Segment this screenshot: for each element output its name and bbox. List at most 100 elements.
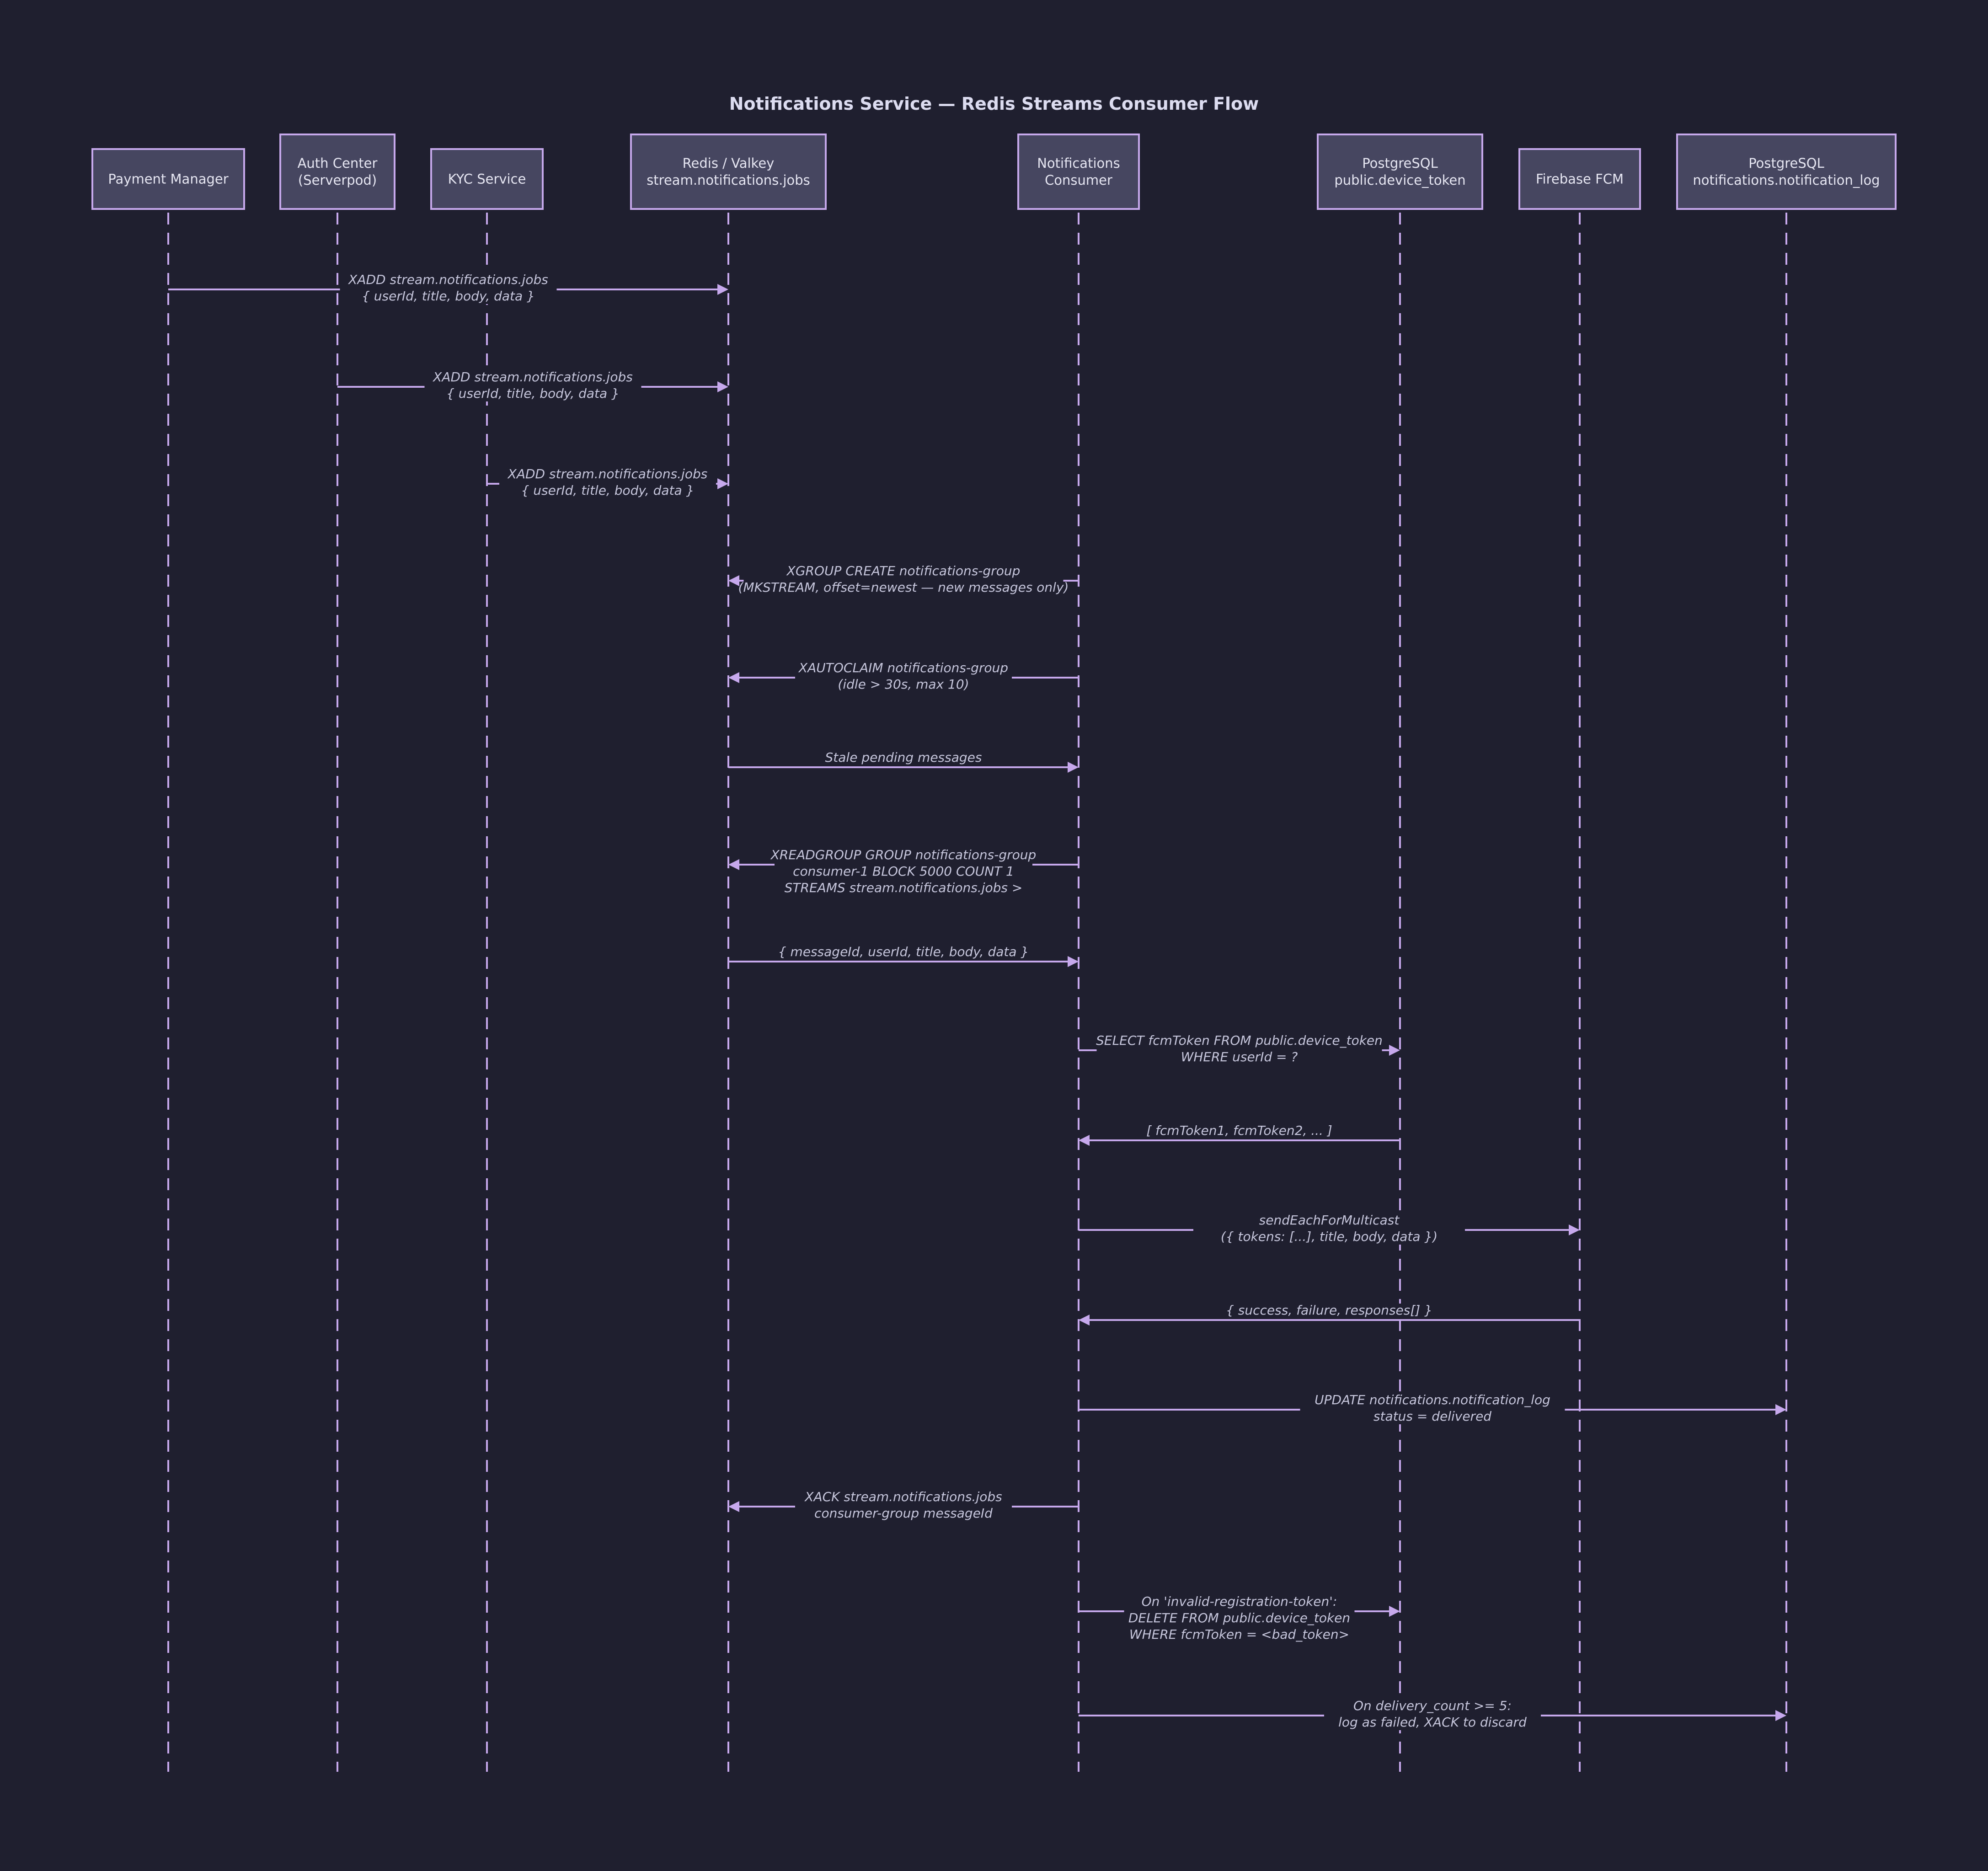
participant-label: Notifications: [1037, 155, 1120, 171]
message-label: On 'invalid-registration-token':: [1142, 1594, 1337, 1609]
message-label-bg: [1324, 1699, 1541, 1730]
participant-label: PostgreSQL: [1748, 155, 1824, 171]
message-1: XADD stream.notifications.jobs { userId, …: [168, 272, 728, 304]
message-label-bg: [1210, 1304, 1448, 1318]
message-label-bg: [424, 370, 641, 401]
participant-label: (Serverpod): [298, 172, 377, 188]
message-label: XADD stream.notifications.jobs: [432, 369, 633, 385]
arrowhead-icon: [1775, 1710, 1786, 1721]
message-label: { success, failure, responses[] }: [1226, 1303, 1432, 1318]
message-7: XREADGROUP GROUP notifications-groupcons…: [728, 847, 1079, 896]
lifelines: [167, 213, 1787, 1772]
participant-label: notifications.notification_log: [1693, 172, 1880, 188]
participants: Payment Manager Auth Center(Serverpod) KYC…: [91, 134, 1897, 210]
arrowhead-icon: [717, 478, 728, 489]
participant-box: [630, 134, 827, 210]
arrowhead-icon: [728, 672, 739, 683]
message-label: consumer-group messageId: [814, 1506, 993, 1521]
message-label-bg: [743, 564, 1063, 595]
arrowhead-icon: [1389, 1045, 1400, 1056]
participant-label: Consumer: [1045, 172, 1112, 188]
participant-box: [1317, 134, 1483, 210]
participant-box: [1676, 134, 1897, 210]
message-15: On 'invalid-registration-token':DELETE F…: [1079, 1594, 1400, 1642]
message-label: (MKSTREAM, offset=newest — new messages …: [738, 580, 1069, 595]
participant-label: public.device_token: [1334, 172, 1465, 188]
participant-box: [430, 148, 544, 210]
message-label: ({ tokens: [...], title, body, data }): [1221, 1229, 1438, 1244]
message-label-bg: [1096, 1034, 1382, 1065]
message-label: XADD stream.notifications.jobs: [507, 466, 708, 481]
message-label: { messageId, userId, title, body, data }: [778, 944, 1029, 959]
message-2: XADD stream.notifications.jobs{ userId, …: [337, 369, 728, 401]
message-label: STREAMS stream.notifications.jobs >: [785, 880, 1023, 895]
arrowhead-icon: [1389, 1606, 1400, 1617]
message-label-bg: [795, 1490, 1012, 1521]
participant-label: Redis / Valkey: [683, 155, 775, 171]
message-label: { userId, title, body, data }: [521, 483, 695, 498]
message-label: Stale pending messages: [825, 750, 982, 765]
message-label: [ fcmToken1, fcmToken2, ... ]: [1146, 1123, 1332, 1138]
participant-pm: Payment Manager: [91, 148, 245, 210]
message-label: WHERE userId = ?: [1181, 1049, 1298, 1064]
message-label: status = delivered: [1373, 1409, 1491, 1424]
message-label: sendEachForMulticast: [1259, 1213, 1400, 1228]
message-label-bg: [1134, 1124, 1344, 1139]
arrowhead-icon: [728, 575, 739, 586]
message-label: DELETE FROM public.device_token: [1128, 1610, 1350, 1625]
message-label: log as failed, XACK to discard: [1338, 1715, 1527, 1730]
message-10: [ fcmToken1, fcmToken2, ... ]: [1079, 1123, 1400, 1146]
message-label-bg: [340, 273, 557, 304]
message-label: XGROUP CREATE notifications-group: [786, 563, 1021, 578]
message-11: sendEachForMulticast({ tokens: [...], ti…: [1079, 1213, 1580, 1245]
message-label: XADD stream.notifications.jobs: [347, 272, 548, 287]
message-label: WHERE fcmToken = <bad_token>: [1129, 1627, 1349, 1642]
arrowhead-icon: [1079, 1315, 1090, 1326]
message-label-bg: [1193, 1213, 1465, 1245]
participant-label: Firebase FCM: [1536, 171, 1624, 187]
message-label-bg: [795, 661, 1012, 692]
participant-label: Payment Manager: [108, 171, 228, 187]
arrowhead-icon: [728, 1501, 739, 1512]
messages: XADD stream.notifications.jobs{ userId, …: [168, 272, 1786, 1730]
message-12: { success, failure, responses[] }: [1079, 1303, 1580, 1326]
message-label-bg: [823, 751, 984, 765]
participant-auth: Auth Center(Serverpod): [279, 134, 395, 210]
participant-label: stream.notifications.jobs: [647, 172, 810, 188]
participant-label: KYC Service: [448, 171, 526, 187]
message-label: XACK stream.notifications.jobs: [804, 1489, 1002, 1504]
message-16: On delivery_count >= 5:log as failed, XA…: [1079, 1698, 1786, 1730]
participant-box: [1518, 148, 1641, 210]
message-label: { userId, title, body, data }: [446, 386, 620, 401]
arrowhead-icon: [1569, 1224, 1580, 1235]
message-label-bg: [761, 945, 1046, 960]
participant-label: PostgreSQL: [1362, 155, 1438, 171]
message-14: XACK stream.notifications.jobs consumer-g…: [728, 1489, 1079, 1521]
message-label: consumer-1 BLOCK 5000 COUNT 1: [793, 864, 1014, 879]
participant-label: Auth Center: [298, 155, 378, 171]
diagram-title: Notifications Service — Redis Streams Co…: [729, 94, 1259, 114]
message-label-bg: [499, 467, 716, 498]
arrowhead-icon: [1068, 762, 1079, 773]
message-label: (idle > 30s, max 10): [838, 677, 969, 692]
message-4: XGROUP CREATE notifications-group (MKSTRE…: [728, 563, 1079, 595]
participant-kyc: KYC Service: [430, 148, 544, 210]
arrowhead-icon: [1079, 1135, 1090, 1146]
arrowhead-icon: [728, 859, 739, 870]
message-label-bg: [775, 848, 1032, 896]
participant-box: [279, 134, 395, 210]
arrowhead-icon: [1775, 1404, 1786, 1415]
message-label: { userId, title, body, data }: [362, 289, 535, 304]
arrowhead-icon: [717, 284, 728, 295]
message-6: Stale pending messages: [728, 750, 1079, 773]
message-label: UPDATE notifications.notification_log: [1315, 1392, 1550, 1407]
participant-fcm: Firebase FCM: [1518, 148, 1641, 210]
participant-box: [91, 148, 245, 210]
message-13: UPDATE notifications.notification_logsta…: [1079, 1392, 1786, 1424]
message-label: SELECT fcmToken FROM public.device_token: [1096, 1033, 1383, 1048]
message-8: { messageId, userId, title, body, data }: [728, 944, 1079, 967]
